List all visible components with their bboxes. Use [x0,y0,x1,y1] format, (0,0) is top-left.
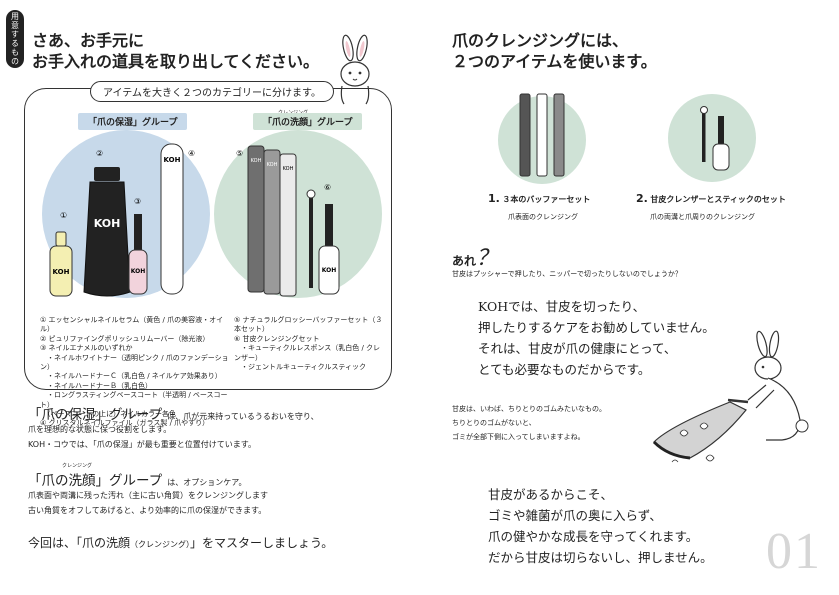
body-line: 爪を理想的な状態に保つ役割をします。 [28,425,172,434]
svg-text:KOH: KOH [164,156,181,164]
legend-line: ・ジェントルキューティクルスティック [234,363,366,372]
legend-line: ・ロングラスティングベースコート（半透明 / ベースコート） [40,391,228,409]
legend-line: ・ネイルハードナーＣ（乳白色 / ネイルケア効果あり） [40,372,222,381]
are-heading: あれ？ [452,240,498,272]
buffer-set: KOH KOH KOH [247,145,297,297]
analogy-line: ちりとりのゴムがないと、 [452,419,536,427]
number-2: ② [96,149,103,158]
left-heading-line-2: お手入れの道具を取り出してください。 [32,52,320,71]
conclusion-line: 爪の健やかな成長を守ってくれます。 [488,529,699,544]
item-1-name: ３本のバッファーセット [502,195,591,204]
master-line: 今回は、「爪の洗顔（クレンジング）」をマスターしましょう。 [28,534,333,551]
section-cleansing-ruby: クレンジング [62,463,93,469]
section-moisture: 「爪の保湿」グループ は、爪が元来持っているうるおいを守り、 [28,403,319,423]
section-moisture-body: 爪を理想的な状態に保つ役割をします。 KOH・コウでは、「爪の保湿」が最も重要と… [28,422,256,452]
master-small: （クレンジング） [130,540,191,549]
moisture-products-illustration: KOH KOH KOH KOH ① ② ③ ④ [42,130,210,298]
item-1-sub: 爪表面のクレンジング [508,213,578,221]
item-1: 1. ３本のバッファーセット [488,192,590,205]
master-prefix: 今回は、「爪の洗顔 [28,536,131,550]
group-cleansing-label: 「爪の洗顔」グループ [253,113,363,130]
buffer-circle-illustration [498,93,586,184]
section-cleansing-body: 爪表面や両溝に残った汚れ（主に古い角質）をクレンジングします 古い角質をオフして… [28,488,268,518]
right-heading-line-2: ２つのアイテムを使います。 [452,52,657,71]
analogy-line: ゴミが全部下側に入ってしまいますよね。 [452,433,585,441]
legend-line: ・ネイルホワイトナー（透明ピンク / 爪のファンデーション） [40,353,229,372]
analogy-line: 甘皮は、いわば、ちりとりのゴムみたいなもの。 [452,405,606,413]
legend-moisture: ① エッセンシャルネイルセラム（黄色 / 爪の美容液・オイル） ② ピュリファイ… [40,316,230,429]
analogy-paragraph: 甘皮は、いわば、ちりとりのゴムみたいなもの。 ちりとりのゴムがないと、 ゴミが全… [452,402,606,444]
legend-line: ⑤ ナチュラルグロッシーバッファーセット（３本セット） [234,316,383,334]
right-heading-line-1: 爪のクレンジングには、 [452,31,629,50]
svg-text:KOH: KOH [267,162,278,168]
rabbit-illustration [340,34,370,105]
question-text: 甘皮はプッシャーで押したり、ニッパーで切ったりしないのでしょうか？ [452,270,682,278]
conclusion-line: ゴミや雑菌が爪の奥に入らず、 [488,508,662,523]
answer-line: それは、甘皮が爪の健康にとって、 [478,341,677,356]
legend-line: ① エッセンシャルネイルセラム（黄色 / 爪の美容液・オイル） [40,316,224,334]
section-cleansing: 「爪の洗顔」グループ は、オプションケア。 [28,469,247,489]
item-2-name: 甘皮クレンザーとスティックのセット [650,195,786,204]
svg-text:KOH: KOH [131,268,146,275]
answer-line: 押したりするケアをお勧めしていません。 [478,320,715,335]
body-line: 爪表面や両溝に残った汚れ（主に古い角質）をクレンジングします [28,491,268,500]
item-2-number: 2. [636,192,648,205]
master-suffix: 」をマスターしましょう。 [190,536,334,550]
number-4: ④ [188,149,195,158]
section-moisture-title: 「爪の保湿」グループ [28,407,163,423]
right-heading: 爪のクレンジングには、 ２つのアイテムを使います。 [452,30,657,72]
item-2: 2. 甘皮クレンザーとスティックのセット [636,192,786,205]
legend-line: ② ピュリファイングポリッシュリムーバー（除光液） [40,334,210,343]
question-mark: ？ [476,245,499,270]
svg-text:KOH: KOH [251,158,262,164]
item-2-sub: 爪の両溝と爪周りのクレンジング [650,213,755,221]
page-number: 01 [766,523,822,580]
enamel-bottle: KOH [128,214,148,295]
number-3: ③ [134,197,141,206]
number-5: ⑤ [236,149,243,158]
answer-paragraph: KOHでは、甘皮を切ったり、 押したりするケアをお勧めしていません。 それは、甘… [478,296,715,380]
legend-line: ・ネイルハードナーＢ（乳白色） [40,381,152,390]
cuticle-cleanser: KOH [318,204,340,295]
cleansing-products-illustration: KOH KOH KOH KOH ⑤ ⑥ [214,130,382,298]
body-line: KOH・コウでは、「爪の保湿」が最も重要と位置付けています。 [28,440,256,449]
cleanser-circle-illustration [668,94,756,182]
legend-line: ・キューティクルレスポンス（乳白色 / クレンザー） [234,344,381,362]
conclusion-line: 甘皮があるからこそ、 [488,487,614,502]
answer-line: とても必要なものだからです。 [478,362,651,377]
serum-bottle: KOH [49,231,73,297]
side-tab: 用意するもの [6,10,24,68]
group-moisture-label: 「爪の保湿」グループ [78,113,188,130]
panel-title: アイテムを大きく２つのカテゴリーに分けます。 [90,81,334,102]
left-heading: さあ、お手元に お手入れの道具を取り出してください。 [32,30,319,72]
rabbit-dustpan-illustration [652,330,809,463]
section-cleansing-title: 「爪の洗顔」グループ [28,473,163,489]
legend-cleansing: ⑤ ナチュラルグロッシーバッファーセット（３本セット） ⑥ 甘皮クレンジングセッ… [234,316,386,372]
body-line: 古い角質をオフしてあげると、より効率的に爪の保湿ができます。 [28,506,267,515]
nail-file: KOH [160,143,184,295]
number-1: ① [60,211,67,220]
are-text: あれ [452,254,477,268]
legend-line: ③ ネイルエナメルのいずれか [40,344,133,353]
section-cleansing-lead: は、オプションケア。 [167,478,247,487]
conclusion-paragraph: 甘皮があるからこそ、 ゴミや雑菌が爪の奥に入らず、 爪の健やかな成長を守ってくれ… [488,484,713,568]
legend-line: ⑥ 甘皮クレンジングセット [234,334,320,343]
left-heading-line-1: さあ、お手元に [32,31,145,50]
cuticle-stick [306,189,316,288]
remover-bottle: KOH [83,167,131,297]
legend-line: （ベースコートの上に）ネイルカラー各色 [40,410,176,419]
svg-text:KOH: KOH [283,166,294,172]
svg-text:KOH: KOH [322,267,337,274]
legend-line: ④ クリスタルネイルファイル（ガラス製 / 爪やすり） [40,419,210,428]
item-1-number: 1. [488,192,500,205]
svg-text:KOH: KOH [94,217,121,230]
number-6: ⑥ [324,183,331,192]
conclusion-line: だから甘皮は切らないし、押しません。 [488,550,713,565]
svg-text:KOH: KOH [53,268,70,276]
answer-line: KOHでは、甘皮を切ったり、 [478,299,646,314]
section-moisture-lead: は、爪が元来持っているうるおいを守り、 [167,412,319,421]
